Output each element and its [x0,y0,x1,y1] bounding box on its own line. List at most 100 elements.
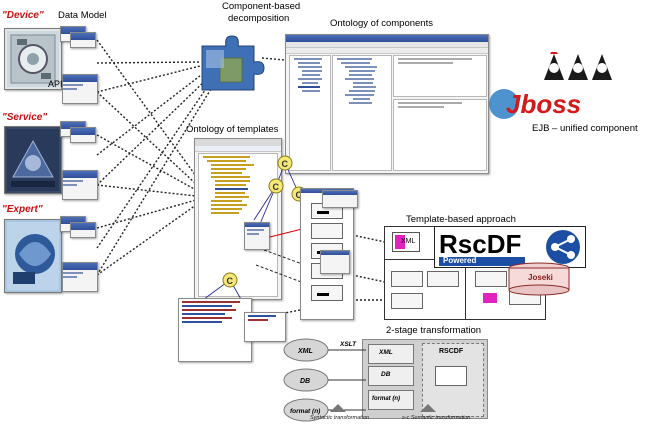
syntactic-arrow [330,404,346,412]
template-detail-window [178,298,252,362]
ejb-label: EJB – unified component [532,123,638,134]
data-model-window [70,127,96,143]
template-box [311,223,343,239]
data-model-window [70,32,96,48]
jboss-mascots [544,52,612,80]
two-stage-label: 2-stage transformation [386,325,482,336]
components-ontology-window [285,34,489,174]
expert-label: "Expert" [2,204,43,215]
template-window [322,190,358,208]
rscdf-doc-box [435,366,467,386]
service-icon [7,129,59,191]
xslt-label: XSLT [340,341,357,348]
api-window [62,170,98,200]
stage-arrows [330,404,436,412]
xml-cloud-label: XML [297,348,313,355]
xml-stage-label: XML [379,349,393,356]
rscdf-logo-icon [546,230,580,264]
xml-cloud: XML [283,338,329,362]
ontology-components-label: Ontology of components [330,18,433,29]
template-window [320,250,350,274]
connector-line [96,79,213,249]
components-tree-panel [289,55,331,171]
components-detail-panel [393,99,487,171]
template-mark [317,211,329,214]
device-image [4,28,62,90]
service-image [4,126,62,194]
data-model-window [70,222,96,238]
connector-line [96,61,201,64]
format-stage-label: format (n) [372,396,400,402]
service-label: "Service" [2,112,48,123]
db-stage-box: DB [368,366,414,386]
svg-text:C: C [227,276,234,286]
connector-line [96,71,206,156]
connector-line [96,184,197,197]
xml-box-label: XML [401,238,416,245]
template-mark [317,293,329,296]
svg-text:C: C [282,159,289,169]
connector-line [96,91,197,185]
connector-line [96,39,197,177]
template-window [244,222,270,250]
semantic-arrow [420,404,436,412]
highlight-mark [483,293,497,303]
jboss-mascot [544,52,564,80]
template-node-c: C [268,178,284,194]
connector-line [96,65,201,93]
api-window [62,262,98,292]
api-label: API [48,79,63,89]
format-stage-box: format (n) [368,390,414,410]
jboss-logo-icon: Jboss [489,89,581,119]
joseki-db-icon: Joseki [508,262,570,296]
db-cloud-label: DB [300,378,310,385]
device-icon [7,31,59,87]
device-label: "Device" [2,10,44,21]
xml-mark [395,235,405,249]
joseki-label: Joseki [528,273,553,282]
format-cloud-label: format (n) [290,408,320,415]
connector-line [96,83,215,276]
semantic-label: s-c Semantic transformation [402,415,471,421]
jboss-logo-text: Jboss [506,89,581,119]
ontology-templates-label: Ontology of templates [186,124,279,135]
template-box [475,271,507,287]
template-approach-label: Template-based approach [406,214,516,225]
db-stage-label: DB [381,371,391,378]
xml-box: XML [392,232,420,252]
connector-line [96,134,197,191]
template-detail-window [244,312,286,342]
graph-edge-red [265,227,307,239]
format-cloud: format (n) [283,398,329,422]
source-clouds: XML DB format (n) [283,338,366,422]
data-model-label: Data Model [58,10,107,21]
jboss-mascot [592,54,612,80]
template-box [427,271,459,287]
template-box [391,293,423,309]
jboss-mascot [568,54,588,80]
db-cloud: DB [283,368,329,392]
powered-label: Powered [443,256,477,265]
connector-line [351,234,386,243]
components-properties-panel [393,55,487,97]
rscdf-logo-text: RscDF [439,229,522,259]
template-box [391,271,423,287]
connector-line [96,204,197,276]
rscdf-zone: RSCDF [422,343,484,417]
svg-text:C: C [296,190,303,200]
expert-image [4,219,62,293]
rscdf-box-label: RSCDF [439,348,464,355]
syntactic-label: Syntactic transformation [310,415,369,421]
svg-text:C: C [273,182,280,192]
connector-line [351,274,386,283]
component-decomposition-label-line1: Component-based [222,1,301,12]
template-node-c: C [277,155,293,171]
components-class-panel [332,55,392,171]
panel-divider [465,259,466,319]
puzzle-icon [201,35,265,91]
expert-icon [7,222,59,290]
powered-bar: Powered [439,257,525,266]
template-node-c: C [222,272,238,288]
connector-line [96,199,197,229]
